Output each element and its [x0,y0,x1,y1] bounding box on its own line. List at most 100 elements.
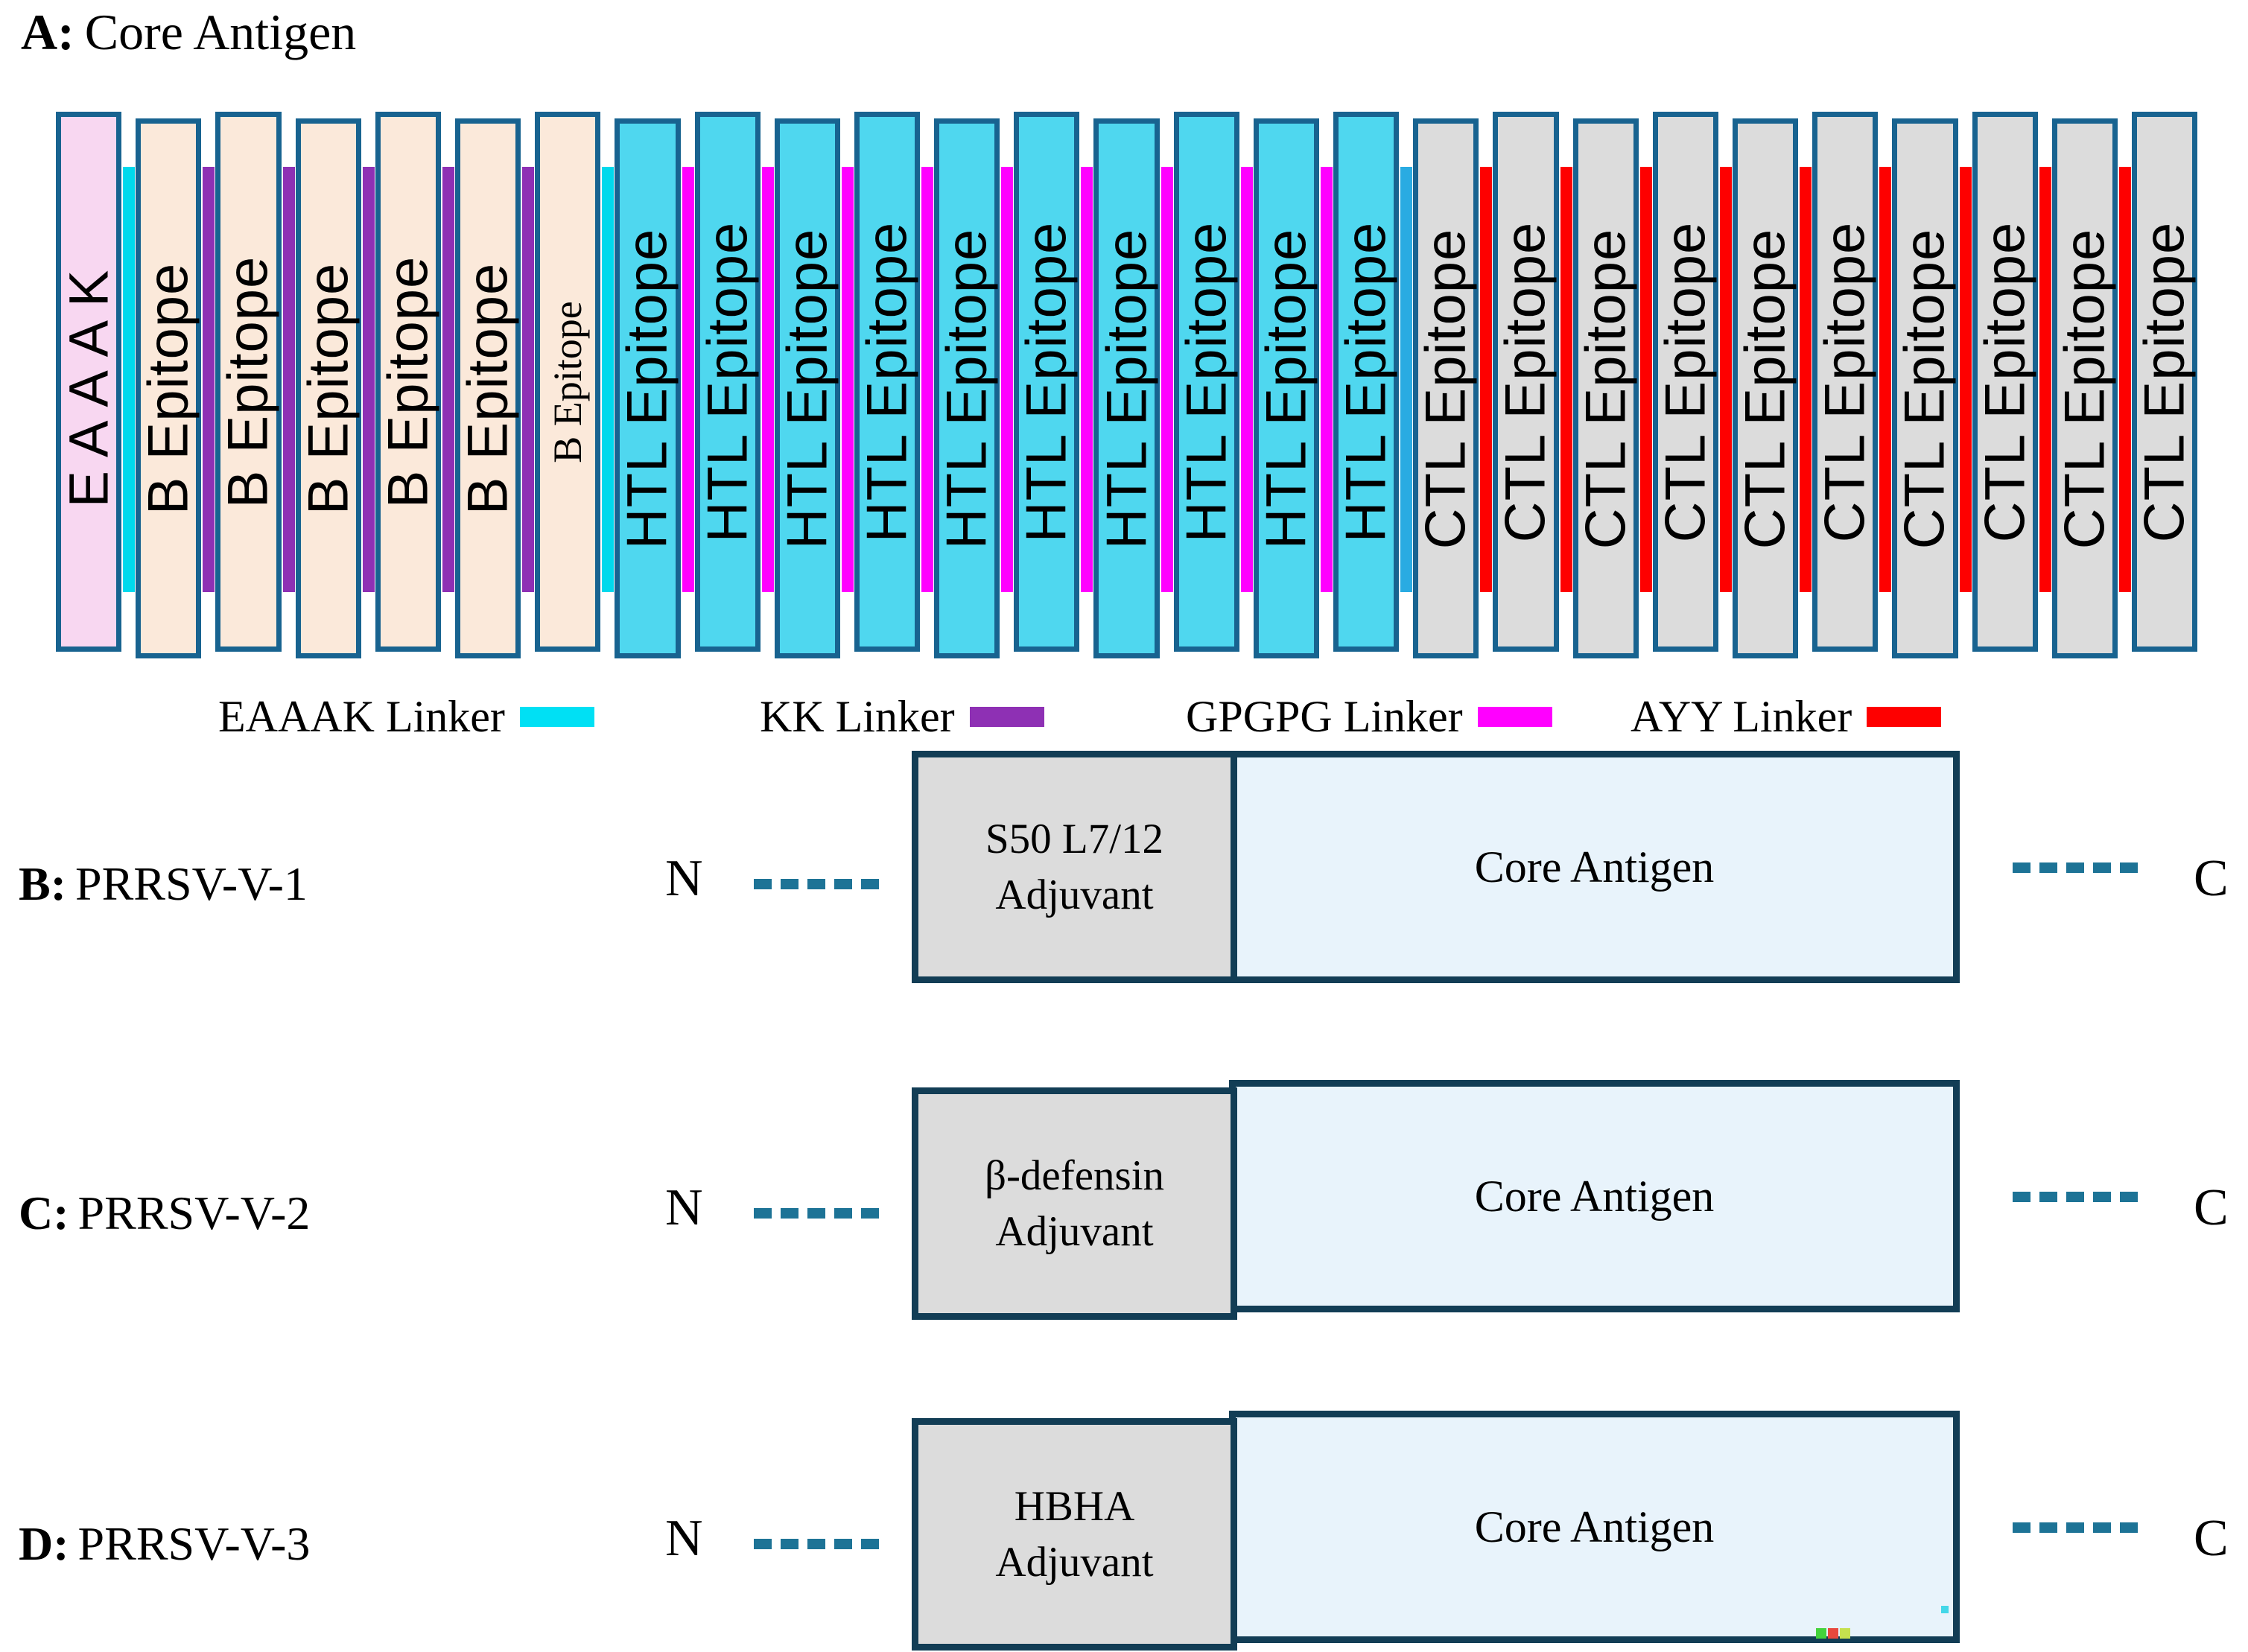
block-label: CTL Epitope [1973,221,2037,542]
ctl-epitope-slot: CTL Epitope [2131,112,2198,659]
c-terminus-dashes [2013,1192,2138,1202]
panel-a-letter: A: [21,4,74,60]
panel-a-title: A:Core Antigen [21,3,356,62]
ayy-linker-bar [1959,167,1972,592]
ctl-epitope-slot: CTL Epitope [1732,112,1812,659]
htl-epitope-block: HTL Epitope [774,118,840,658]
adjuvant-box: β-defensin Adjuvant [912,1087,1237,1320]
block-label: CTL Epitope [1893,228,1957,549]
ayy-linker-bar [2039,167,2051,592]
htl-epitope-slot: HTL Epitope [1014,112,1093,659]
kk-linker-bar [203,167,215,592]
ayy-linker-bar [1719,167,1732,592]
htl-epitope-block: HTL Epitope [1173,112,1239,652]
panel-d-letter: D: [19,1517,69,1570]
panel-b-letter: B: [19,857,66,910]
panel-d-name: PRRSV-V-3 [77,1517,311,1570]
htl-epitope-block: HTL Epitope [934,118,1000,658]
ctl-epitope-block: CTL Epitope [1652,112,1718,652]
block-label: B Epitope [296,262,361,515]
b-epitope-block: B Epitope [215,112,282,652]
adjuvant-word: Adjuvant [995,871,1154,918]
ctl-epitope-block: CTL Epitope [1572,118,1639,658]
ctl-epitope-slot: CTL Epitope [1493,112,1572,659]
block-label: HTL Epitope [1254,228,1318,549]
b-epitope-slot: B Epitope [215,112,295,659]
gpgpg-linker-bar [1001,167,1014,592]
ayy-linker-bar [2118,167,2131,592]
b-epitope-block: B Epitope [295,118,361,658]
core-antigen-label: Core Antigen [1474,1171,1715,1221]
htl-epitope-slot: HTL Epitope [1173,112,1253,659]
block-label: B Epitope [136,262,200,515]
adjuvant-box: HBHA Adjuvant [912,1418,1237,1651]
htl-epitope-block: HTL Epitope [694,112,761,652]
block-label: CTL Epitope [1654,221,1718,542]
b-epitope-block: B Epitope [535,112,601,652]
b-epitope-block: B Epitope [375,112,441,652]
block-label: CTL Epitope [1414,228,1478,549]
ayy-linker-bar [1560,167,1572,592]
b-epitope-slot: B Epitope [535,112,615,659]
ctl-epitope-block: CTL Epitope [1732,118,1799,658]
legend-item-ayy-linker: AYY Linker [1631,691,1942,743]
n-terminus-dashes [754,1539,879,1549]
adjuvant-name: S50 L7/12 [985,815,1164,862]
panel-a-title-text: Core Antigen [84,4,357,60]
block-label: EAAAK [57,256,120,507]
panel-c-prrsv-v-2: C:PRRSV-V-2 N β-defensin Adjuvant Core A… [0,1074,2248,1321]
ctl-epitope-slot: CTL Epitope [1413,112,1493,659]
ctl-epitope-block: CTL Epitope [2051,118,2118,658]
core-antigen-label: Core Antigen [1474,1502,1715,1551]
block-label: HTL Epitope [615,228,679,549]
gpgpg-linker-bar [841,167,854,592]
legend-item-gpgpg-linker: GPGPG Linker [1186,691,1552,743]
eaaak-linker-swatch [519,707,594,727]
ayy-linker-bar [1879,167,1892,592]
block-label: HTL Epitope [935,228,999,549]
n-terminus-label: N [665,1510,703,1567]
legend-label: EAAAK Linker [218,692,505,741]
block-label: CTL Epitope [2133,221,2197,542]
htl-epitope-slot: HTL Epitope [694,112,774,659]
adjuvant-box: S50 L7/12 Adjuvant [912,751,1237,983]
legend-label: GPGPG Linker [1186,692,1463,741]
legend-label: AYY Linker [1631,692,1852,741]
core-antigen-box: Core Antigen [1229,751,1960,983]
n-terminus-dashes [754,1208,879,1219]
core-antigen-box: Core Antigen [1229,1411,1960,1643]
adjuvant-name: HBHA [1014,1482,1135,1530]
ctl-epitope-slot: CTL Epitope [1812,112,1892,659]
compression-artifact-dot [1941,1606,1949,1613]
c-terminus-dashes [2013,862,2138,873]
kk-linker-bar [442,167,454,592]
ctl-epitope-block: CTL Epitope [2131,112,2198,652]
htl-epitope-slot: HTL Epitope [1093,112,1173,659]
panel-c-letter: C: [19,1186,69,1239]
block-label: CTL Epitope [1813,221,1877,542]
htl-epitope-slot: HTL Epitope [615,112,694,659]
ctl-epitope-slot: CTL Epitope [1572,112,1652,659]
c-terminus-label: C [2194,1179,2229,1236]
block-label: HTL Epitope [1334,221,1398,542]
n-terminus-dashes [754,879,879,889]
ctl-epitope-block: CTL Epitope [1972,112,2038,652]
htl-epitope-slot: HTL Epitope [774,112,854,659]
panel-b-name: PRRSV-V-1 [75,857,308,910]
kk-linker-swatch [969,707,1044,727]
ctl-epitope-slot: CTL Epitope [1892,112,1972,659]
block-label: CTL Epitope [1733,228,1797,549]
htl-epitope-block: HTL Epitope [1253,118,1319,658]
adjuvant-name: β-defensin [984,1151,1165,1199]
block-label: CTL Epitope [2053,228,2117,549]
b-epitope-block: B Epitope [454,118,521,658]
eaaak-block: EAAAK [56,112,122,652]
block-label: CTL Epitope [1574,228,1638,549]
adjuvant-word: Adjuvant [995,1208,1154,1255]
htl-epitope-block: HTL Epitope [1014,112,1080,652]
n-terminus-label: N [665,1179,703,1236]
c-terminus-dashes [2013,1522,2138,1533]
core-antigen-label: Core Antigen [1474,842,1715,892]
gpgpg-linker-swatch [1477,707,1552,727]
gpgpg-linker-bar [1321,167,1333,592]
